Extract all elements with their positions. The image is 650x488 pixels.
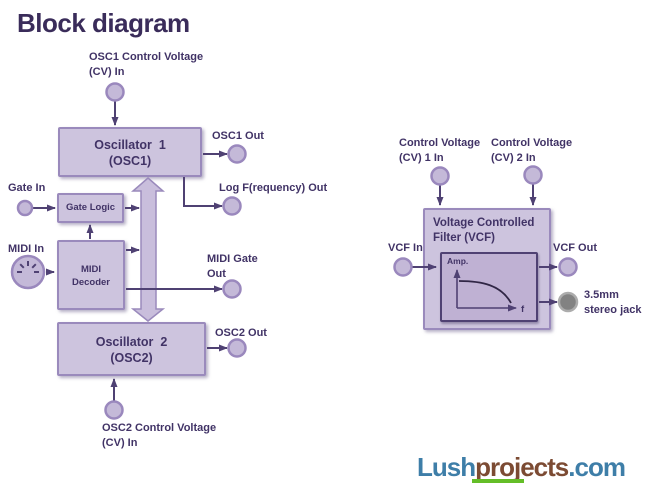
block-midi-decoder: MIDI Decoder — [57, 240, 125, 310]
port-osc2-cv-in — [104, 400, 124, 420]
label-line: Out — [207, 268, 226, 280]
label-osc2-out: OSC2 Out — [215, 327, 267, 339]
label-line: MIDI Gate — [207, 253, 258, 265]
label-vcf-out: VCF Out — [553, 242, 597, 254]
port-vcf-in — [393, 257, 413, 277]
block-gate-logic: Gate Logic — [57, 193, 124, 223]
label-vcf-in: VCF In — [388, 242, 423, 254]
port-midi-gate-out — [222, 279, 242, 299]
label-osc2-cv-in: OSC2 Control Voltage (CV) In — [102, 421, 216, 451]
logo-part-com: .com — [568, 452, 626, 482]
block-oscillator-1: Oscillator 1 (OSC1) — [58, 127, 202, 177]
stereo-jack-icon — [557, 291, 579, 313]
label-gate-in: Gate In — [8, 182, 46, 194]
bus-double-arrow — [130, 177, 166, 322]
block-vcf-name: Voltage Controlled — [433, 217, 535, 229]
label-line: (CV) 1 In — [399, 152, 444, 164]
label-osc1-out: OSC1 Out — [212, 130, 264, 142]
label-stereo-jack: 3.5mm stereo jack — [584, 288, 641, 318]
label-line: OSC1 Control Voltage — [89, 51, 204, 63]
label-line: OSC2 Control Voltage — [102, 422, 217, 434]
logo-part-lush: Lush — [417, 452, 476, 482]
label-osc1-cv-in: OSC1 Control Voltage (CV) In — [89, 50, 203, 80]
logo-green-underline — [472, 479, 524, 483]
label-midi-in: MIDI In — [8, 243, 45, 255]
midi-din-icon — [10, 254, 46, 290]
block-oscillator-2-sub: (OSC2) — [110, 351, 153, 365]
port-osc2-out — [227, 338, 247, 358]
port-osc1-out — [227, 144, 247, 164]
block-midi-decoder-name: MIDI — [80, 264, 102, 275]
label-line: (CV) In — [89, 66, 125, 78]
label-line: (CV) In — [102, 437, 138, 449]
port-log-f-out — [222, 196, 242, 216]
block-oscillator-2: Oscillator 2 (OSC2) — [57, 322, 206, 376]
label-line: (CV) 2 In — [491, 152, 536, 164]
logo-part-projects: projects — [475, 452, 569, 482]
vcf-response-graph-panel — [440, 252, 538, 322]
port-osc1-cv-in — [105, 82, 125, 102]
block-oscillator-2-name: Oscillator 2 — [95, 335, 168, 349]
label-log-f-out: Log F(requency) Out — [219, 182, 328, 194]
lushprojects-logo: Lushprojects.com — [417, 452, 626, 483]
label-line: 3.5mm — [584, 289, 619, 301]
port-vcf-out — [558, 257, 578, 277]
page-title: Block diagram — [17, 8, 190, 38]
label-cv1-in: Control Voltage (CV) 1 In — [399, 136, 480, 166]
block-oscillator-1-sub: (OSC1) — [108, 154, 152, 168]
block-vcf-sub: Filter (VCF) — [433, 232, 495, 244]
label-line: stereo jack — [584, 304, 642, 316]
block-midi-decoder-sub: Decoder — [71, 277, 110, 288]
block-oscillator-1-name: Oscillator 1 — [94, 138, 166, 152]
connector-log-f-out — [183, 177, 223, 210]
port-gate-in — [16, 199, 34, 217]
label-line: Control Voltage — [491, 137, 573, 149]
port-cv1-in — [430, 166, 450, 186]
label-cv2-in: Control Voltage (CV) 2 In — [491, 136, 572, 166]
label-line: Control Voltage — [399, 137, 481, 149]
block-gate-logic-name: Gate Logic — [65, 202, 116, 213]
label-midi-gate-out: MIDI Gate Out — [207, 252, 258, 282]
port-cv2-in — [523, 165, 543, 185]
